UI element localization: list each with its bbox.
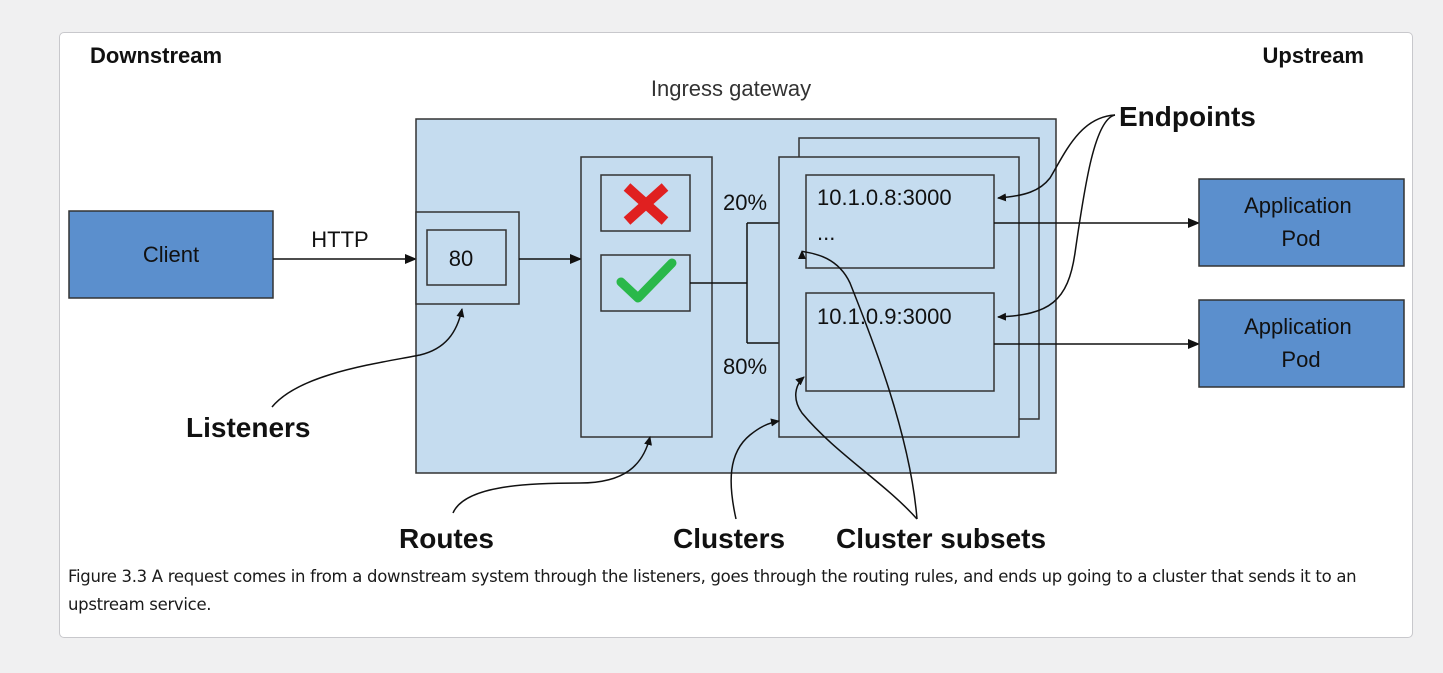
weight-80-label: 80%	[723, 354, 767, 379]
endpoints-pointer-2	[997, 114, 1116, 321]
figure-card: Downstream Upstream Ingress gateway Clie…	[59, 32, 1413, 638]
cross-icon	[623, 183, 669, 225]
client-label: Client	[143, 242, 199, 267]
routes-callout: Routes	[399, 523, 494, 554]
endpoints-callout: Endpoints	[1119, 101, 1256, 132]
pod-2-line-1: Application	[1244, 314, 1352, 339]
route-split-line	[690, 223, 748, 343]
application-pod-1	[1198, 178, 1405, 267]
cluster-subsets-callout: Cluster subsets	[836, 523, 1046, 554]
application-pod-2	[1198, 299, 1405, 388]
endpoints-pointer-1	[997, 114, 1116, 202]
routes-pointer	[452, 436, 652, 514]
pod-1-line-2: Pod	[1281, 226, 1320, 251]
check-icon	[616, 258, 677, 303]
cluster-subsets-pointer-2	[795, 376, 918, 520]
cluster-subset-1	[805, 174, 995, 269]
application-pod-2-label: Application Pod	[1244, 314, 1358, 372]
http-label: HTTP	[311, 227, 368, 252]
downstream-label: Downstream	[90, 43, 222, 68]
upstream-label: Upstream	[1263, 43, 1364, 68]
listener-port-box	[426, 229, 507, 286]
gateway-label: Ingress gateway	[651, 76, 811, 101]
cluster-subset-2	[805, 292, 995, 392]
weight-20-label: 20%	[723, 190, 767, 215]
endpoint-2-label: 10.1.0.9:3000	[817, 304, 952, 329]
client-box	[68, 210, 274, 299]
figure-caption: Figure 3.3 A request comes in from a dow…	[68, 567, 1357, 614]
listeners-pointer	[271, 308, 465, 408]
envoy-diagram: Downstream Upstream Ingress gateway Clie…	[68, 43, 1405, 554]
application-pod-1-label: Application Pod	[1244, 193, 1358, 251]
listeners-callout: Listeners	[186, 412, 311, 443]
port-label: 80	[449, 246, 473, 271]
accept-route-box	[600, 254, 691, 312]
endpoint-1-more: ...	[817, 220, 835, 245]
clusters-callout: Clusters	[673, 523, 785, 554]
pod-2-line-2: Pod	[1281, 347, 1320, 372]
clusters-pointer	[730, 418, 780, 520]
pod-1-line-1: Application	[1244, 193, 1352, 218]
cluster-subsets-pointer-1	[798, 250, 918, 520]
endpoint-1-label: 10.1.0.8:3000	[817, 185, 952, 210]
